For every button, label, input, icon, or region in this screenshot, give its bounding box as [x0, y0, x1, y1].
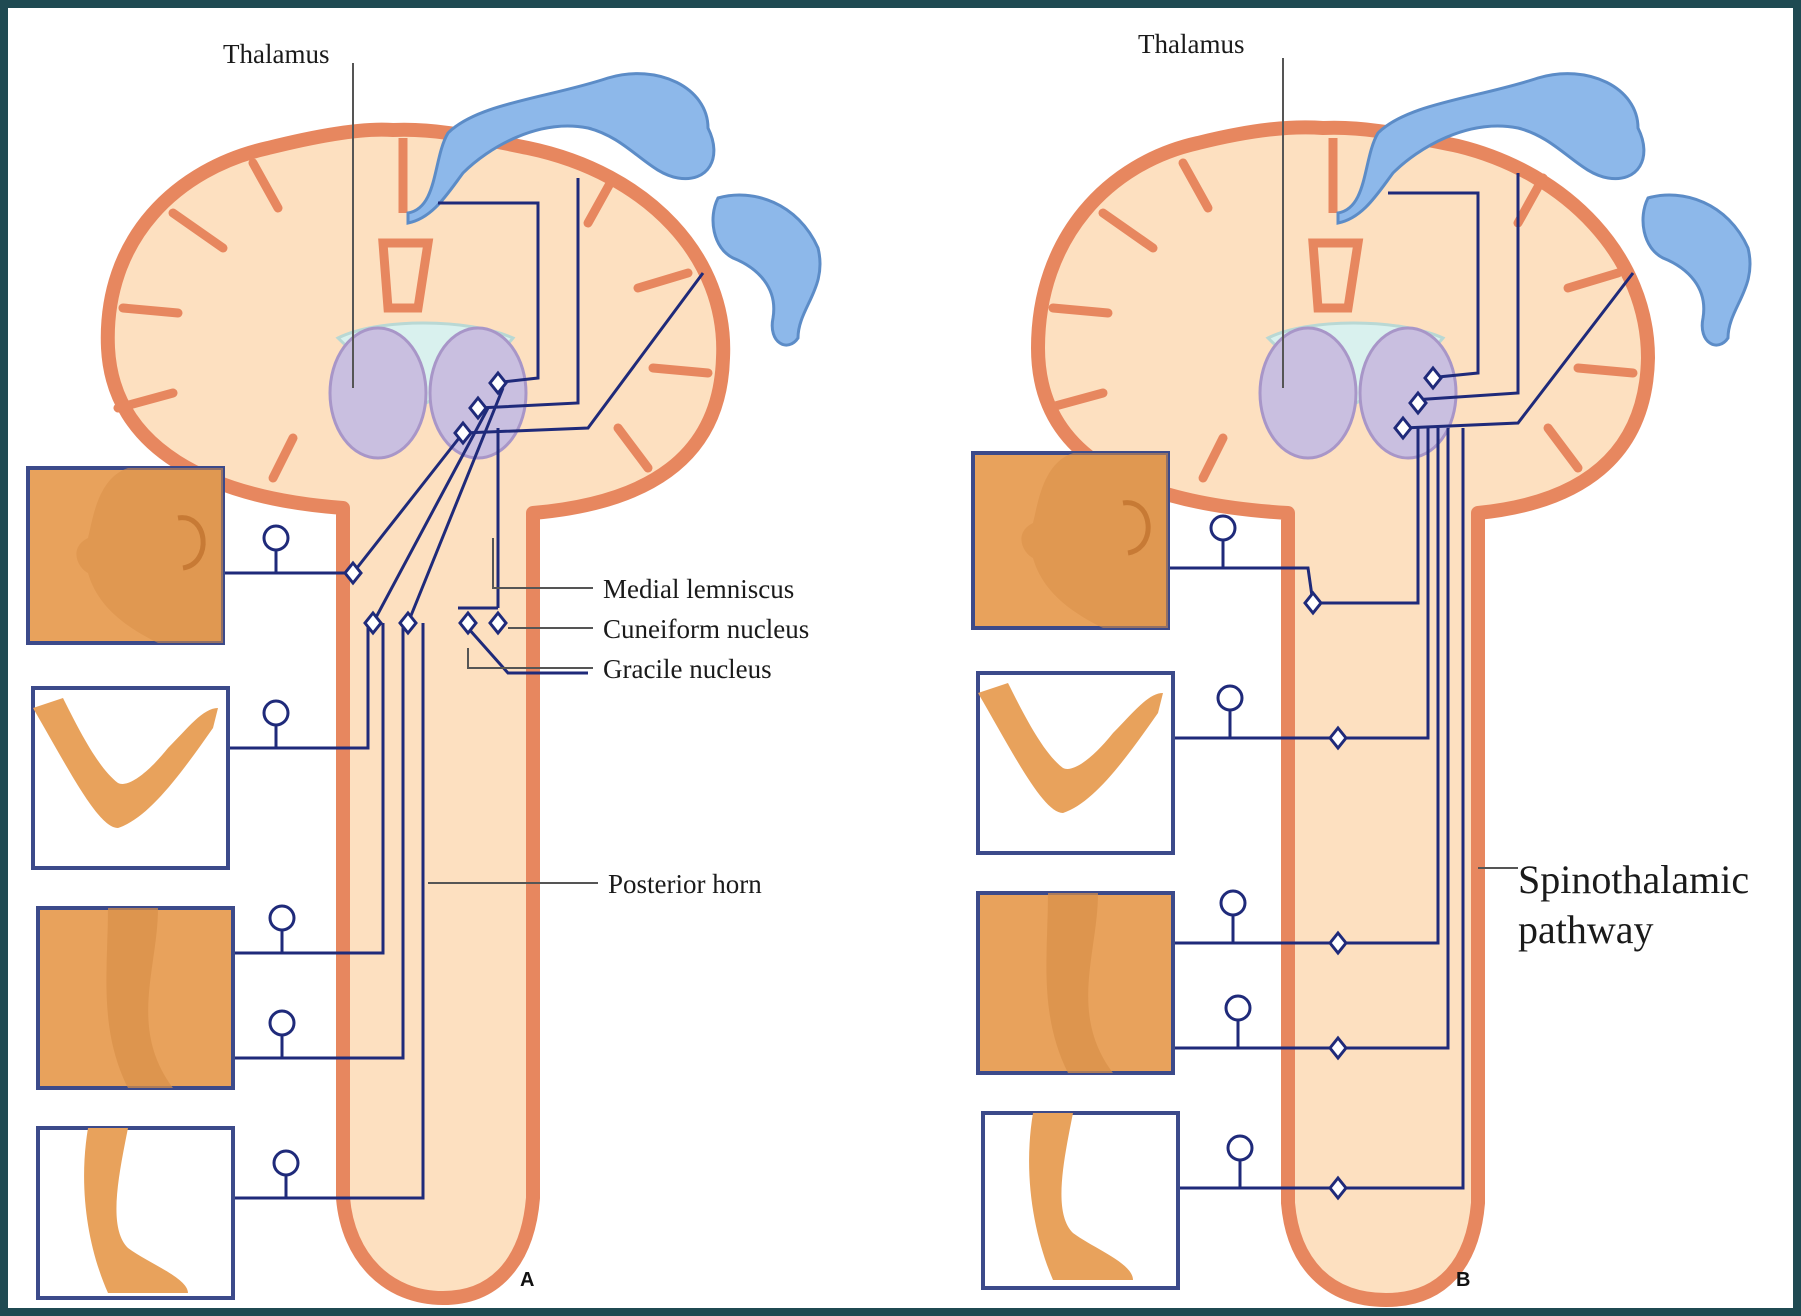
diagram-stage: Thalamus Medial lemniscus Cuneiform nucl…	[8, 8, 1793, 1308]
dorsal-root-ganglia-b	[1211, 516, 1252, 1160]
thalamus-right-a	[430, 328, 526, 458]
panel-letter-a: A	[520, 1269, 534, 1291]
spinothalamic-label-line2: pathway	[1518, 907, 1654, 952]
thalamus-right-b	[1360, 328, 1456, 458]
panel-letter-b: B	[1456, 1269, 1470, 1291]
cuneiform-nucleus-label: Cuneiform nucleus	[603, 614, 809, 644]
body-panels-b	[973, 453, 1178, 1288]
gracile-nucleus-label: Gracile nucleus	[603, 654, 772, 684]
sensory-pathways-diagram: Thalamus Medial lemniscus Cuneiform nucl…	[8, 8, 1793, 1308]
thalamus-left-b	[1260, 328, 1356, 458]
dorsal-root-ganglia-a	[264, 526, 298, 1175]
panel-a: Thalamus Medial lemniscus Cuneiform nucl…	[28, 39, 820, 1298]
body-panels-a	[28, 468, 233, 1298]
spinothalamic-label-line1: Spinothalamic	[1518, 857, 1749, 902]
thalamus-label-a: Thalamus	[223, 39, 329, 69]
posterior-horn-label: Posterior horn	[608, 869, 762, 899]
thalamus-label-b: Thalamus	[1138, 29, 1244, 59]
thalamus-left-a	[330, 328, 426, 458]
panel-b: Thalamus Spinothalamic pathway B	[973, 29, 1750, 1300]
medial-lemniscus-label: Medial lemniscus	[603, 574, 794, 604]
